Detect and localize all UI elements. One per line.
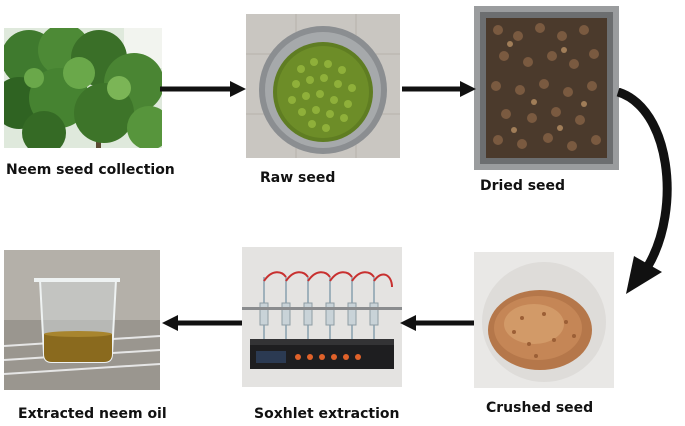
- label-neem-seed-collection: Neem seed collection: [6, 162, 175, 178]
- crushed-seed-photo: [474, 252, 614, 388]
- label-extracted-neem-oil: Extracted neem oil: [18, 406, 167, 422]
- dried-seed-photo: [474, 6, 619, 170]
- label-crushed-seed: Crushed seed: [486, 400, 594, 416]
- soxhlet-apparatus-photo: [242, 247, 402, 387]
- label-raw-seed: Raw seed: [260, 170, 336, 186]
- arrow-raw-to-dried: [402, 80, 476, 98]
- arrow-collection-to-raw: [160, 80, 246, 98]
- label-dried-seed: Dried seed: [480, 178, 566, 194]
- arrow-dried-to-crushed: [612, 88, 684, 302]
- arrow-crushed-to-soxhlet: [400, 314, 474, 332]
- neem-tree-photo: [4, 28, 162, 148]
- neem-oil-beaker-photo: [4, 250, 160, 390]
- label-soxhlet-extraction: Soxhlet extraction: [254, 406, 400, 422]
- arrow-soxhlet-to-oil: [162, 314, 242, 332]
- raw-seed-photo: [246, 14, 400, 158]
